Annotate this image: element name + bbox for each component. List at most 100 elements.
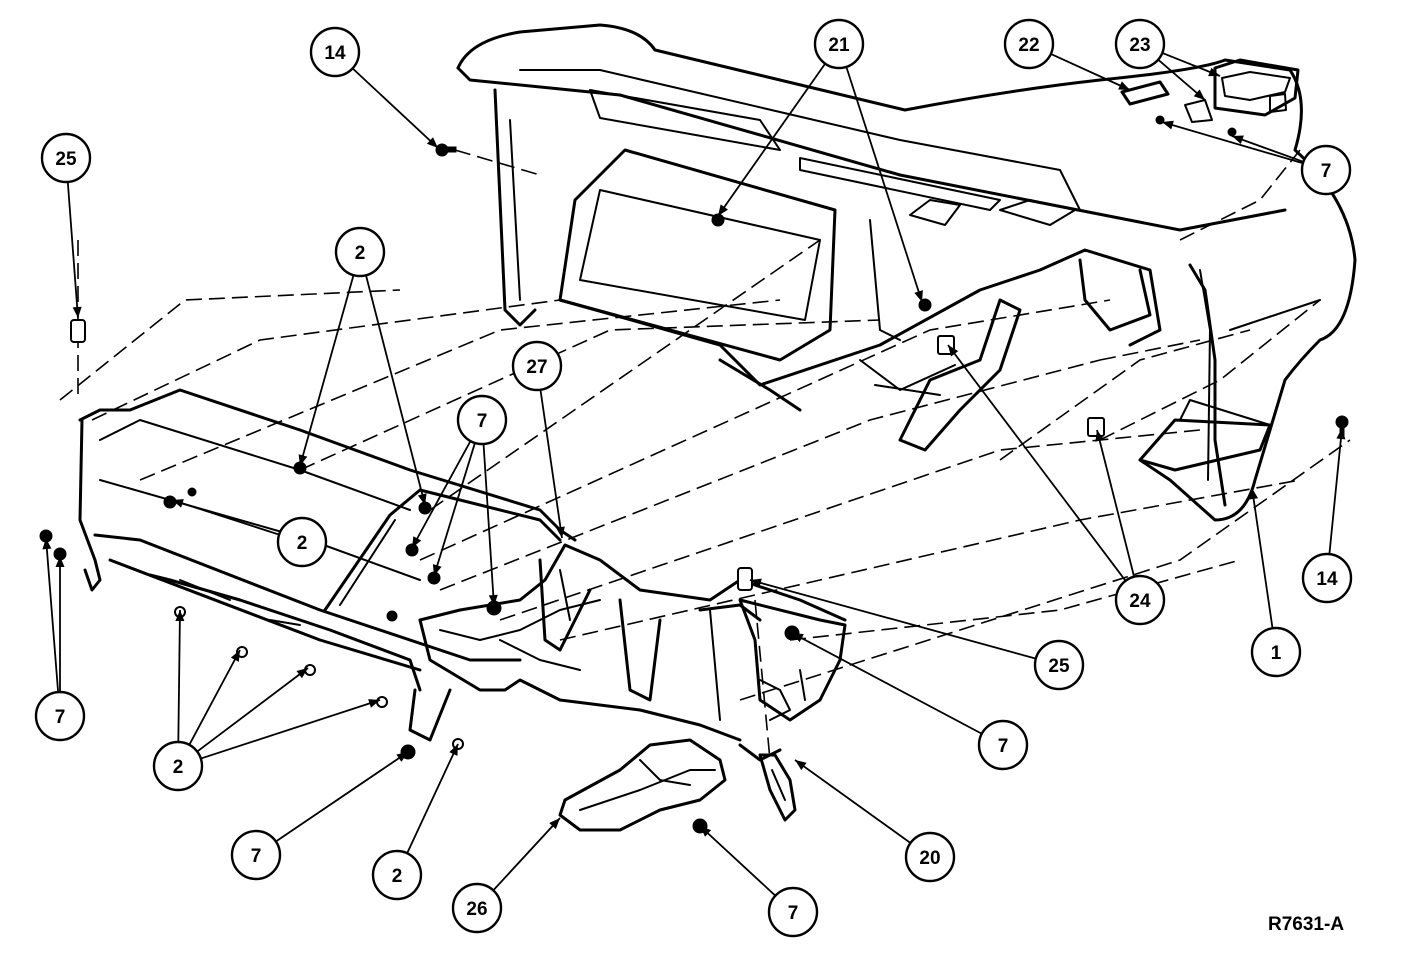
callout-circle bbox=[1114, 574, 1166, 626]
callout-number: 22 bbox=[1018, 35, 1039, 56]
nut-2-lower-d bbox=[376, 696, 388, 708]
callout-2: 2 bbox=[276, 516, 328, 568]
leader-line-2 bbox=[200, 699, 381, 760]
callout-24: 24 bbox=[1114, 574, 1166, 626]
callout-leaders bbox=[42, 52, 1346, 897]
leader-line-2 bbox=[406, 743, 459, 854]
screw-7-center-a bbox=[405, 543, 419, 557]
leader-arrowhead-7 bbox=[432, 564, 442, 576]
callout-number: 27 bbox=[526, 357, 547, 378]
leader-line-2 bbox=[365, 275, 426, 506]
callout-7: 7 bbox=[977, 719, 1029, 771]
leader-line-24 bbox=[1096, 429, 1135, 577]
callout-21: 21 bbox=[813, 18, 865, 70]
leader-line-26 bbox=[492, 817, 561, 891]
leader-arrowhead-2 bbox=[368, 699, 380, 708]
callout-circle bbox=[334, 226, 386, 278]
callout-number: 14 bbox=[1316, 569, 1338, 590]
leader-arrowhead-7 bbox=[55, 556, 65, 567]
leader-arrowhead-7 bbox=[700, 826, 712, 837]
leader-line-20 bbox=[794, 759, 912, 844]
callout-number: 7 bbox=[788, 903, 799, 924]
nut-2-c bbox=[163, 495, 177, 509]
callout-circle bbox=[767, 886, 819, 938]
callout-circle bbox=[1300, 144, 1352, 196]
leader-arrowhead-7 bbox=[412, 536, 422, 548]
callout-number: 2 bbox=[297, 533, 308, 554]
leader-line-7 bbox=[482, 443, 495, 607]
leader-arrowhead-27 bbox=[555, 526, 565, 538]
leader-arrowhead-2 bbox=[417, 493, 427, 505]
callout-2: 2 bbox=[334, 226, 386, 278]
callout-number: 7 bbox=[251, 846, 262, 867]
leader-arrowhead-14 bbox=[426, 137, 438, 148]
callout-circle bbox=[1003, 18, 1055, 70]
leader-line-25 bbox=[66, 181, 79, 319]
leader-arrowhead-2 bbox=[175, 610, 185, 622]
callout-circle bbox=[40, 132, 92, 184]
callout-number: 25 bbox=[55, 149, 77, 170]
callout-number: 7 bbox=[477, 411, 488, 432]
callout-number: 20 bbox=[919, 848, 940, 869]
leader-line-2 bbox=[188, 649, 241, 746]
callout-number: 7 bbox=[55, 707, 66, 728]
callout-circle bbox=[34, 690, 86, 742]
callout-26: 26 bbox=[451, 882, 503, 934]
callout-7: 7 bbox=[34, 690, 86, 742]
callout-number: 23 bbox=[1129, 35, 1150, 56]
part-25-clip-left bbox=[70, 319, 86, 343]
leader-arrowhead-7 bbox=[42, 538, 52, 550]
screw-7-inner bbox=[386, 610, 398, 622]
callout-number: 2 bbox=[173, 757, 184, 778]
leader-line-7 bbox=[791, 632, 983, 735]
leader-arrowhead-24 bbox=[948, 345, 959, 357]
callout-circle bbox=[230, 829, 282, 881]
leader-arrowhead-7 bbox=[488, 594, 498, 606]
leader-line-1 bbox=[1251, 487, 1274, 629]
callout-2: 2 bbox=[371, 849, 423, 901]
callout-circle bbox=[1033, 639, 1085, 691]
callout-number: 25 bbox=[1048, 656, 1070, 677]
callout-number: 2 bbox=[392, 866, 403, 887]
leader-line-2 bbox=[177, 609, 181, 743]
callout-circle bbox=[276, 516, 328, 568]
leader-line-14 bbox=[1328, 427, 1343, 555]
leader-arrowhead-7 bbox=[396, 752, 408, 762]
leader-arrowhead-21 bbox=[914, 290, 923, 302]
callout-circle bbox=[451, 882, 503, 934]
callout-2: 2 bbox=[152, 740, 204, 792]
small-parts bbox=[70, 58, 1300, 591]
leader-arrowhead-2 bbox=[172, 499, 184, 508]
callout-number: 24 bbox=[1129, 591, 1151, 612]
callout-14: 14 bbox=[309, 26, 361, 78]
leader-line-21 bbox=[717, 63, 826, 217]
callout-circle bbox=[511, 340, 563, 392]
nut-2-d bbox=[187, 487, 197, 497]
leader-line-7 bbox=[275, 751, 409, 843]
leader-line-24 bbox=[947, 344, 1127, 582]
leader-line-2 bbox=[299, 274, 355, 467]
callout-circle bbox=[977, 719, 1029, 771]
nut-21-left bbox=[711, 213, 725, 227]
leader-line-22 bbox=[1050, 53, 1131, 91]
callout-20: 20 bbox=[904, 831, 956, 883]
leader-line-21 bbox=[845, 66, 923, 303]
callout-number: 21 bbox=[828, 35, 850, 56]
leader-arrowhead-1 bbox=[1249, 488, 1259, 500]
callout-7: 7 bbox=[767, 886, 819, 938]
callout-1: 1 bbox=[1250, 626, 1302, 678]
leader-line-7 bbox=[411, 440, 472, 549]
leader-line-7 bbox=[45, 537, 60, 693]
part-25-clip-right bbox=[737, 567, 753, 591]
leader-arrowhead-14 bbox=[1336, 428, 1346, 440]
leader-arrowhead-26 bbox=[549, 818, 560, 830]
callout-7: 7 bbox=[456, 394, 508, 446]
callout-circle bbox=[1301, 552, 1353, 604]
leader-line-2 bbox=[196, 667, 309, 753]
screw-14-right bbox=[1335, 415, 1349, 437]
leader-arrowhead-2 bbox=[449, 744, 458, 756]
callout-circle bbox=[1114, 18, 1166, 70]
